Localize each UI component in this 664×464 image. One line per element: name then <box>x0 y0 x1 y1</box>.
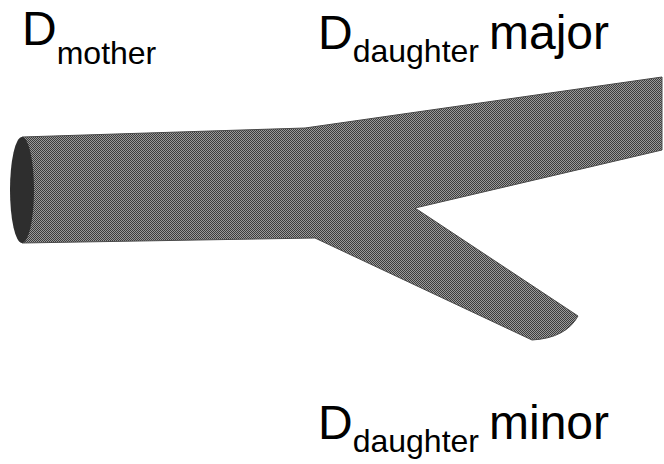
subscript-label: mother <box>57 37 157 69</box>
subscript-label: daughter <box>353 425 479 457</box>
dimension-symbol: D <box>22 5 57 53</box>
branch-label: minor <box>489 399 609 447</box>
subscript-label: daughter <box>353 35 479 67</box>
vessel-opening <box>10 137 34 243</box>
dimension-symbol: D <box>318 9 353 57</box>
dimension-symbol: D <box>318 399 353 447</box>
branch-label: major <box>489 9 609 57</box>
vessel-body <box>22 77 662 340</box>
